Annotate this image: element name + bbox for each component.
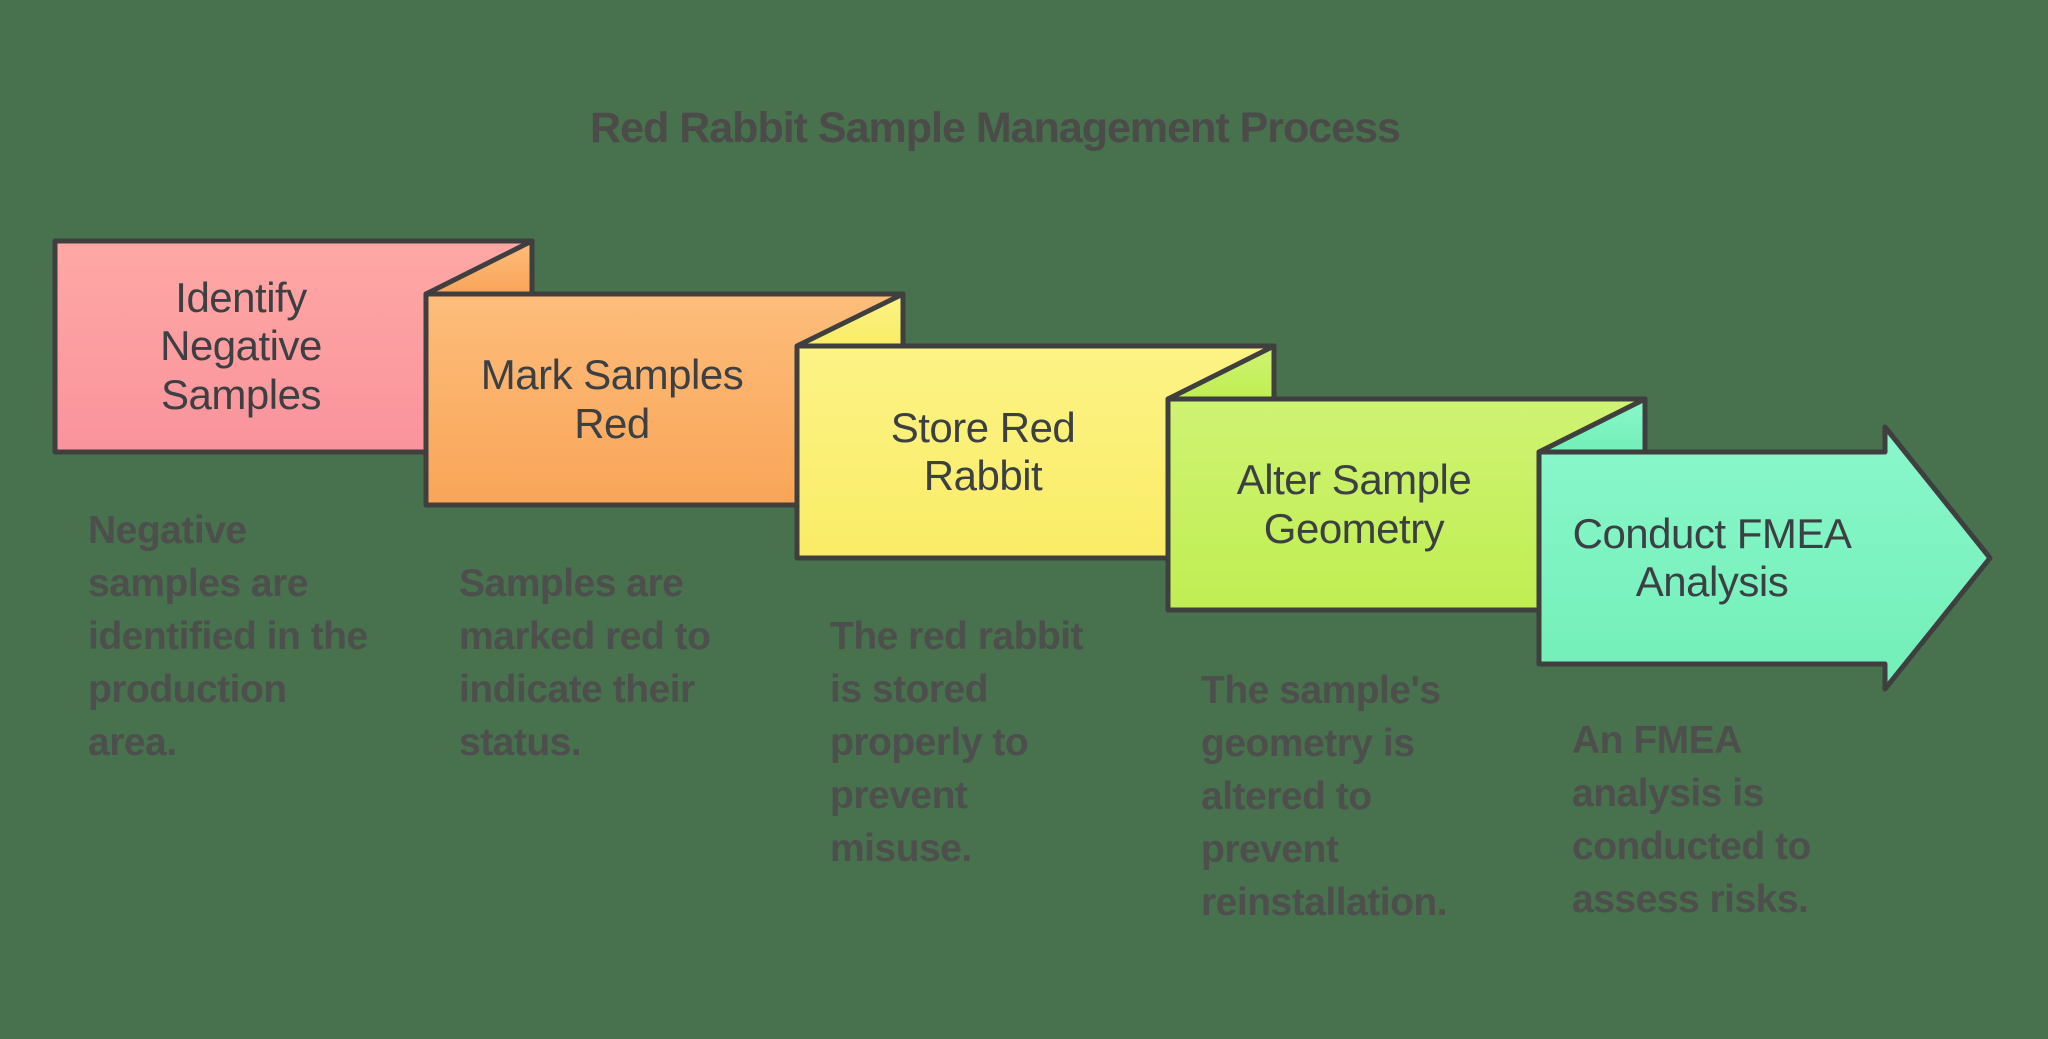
step-5-description: An FMEA analysis is conducted to assess … (1572, 719, 1811, 921)
diagram-title: Red Rabbit Sample Management Process (590, 104, 1401, 152)
step-1-description: Negative samples are identified in the p… (88, 509, 368, 764)
step-3-description: The red rabbit is stored properly to pre… (830, 615, 1084, 870)
step-3-label: Store Red Rabbit (890, 403, 1076, 499)
step-4-description: The sample's geometry is altered to prev… (1201, 669, 1448, 924)
step-1-label: Identify Negative Samples (160, 274, 322, 418)
step-5-arrow-shape (1536, 424, 1993, 692)
step-5-label: Conduct FMEA Analysis (1572, 509, 1852, 605)
step-4-label: Alter Sample Geometry (1236, 456, 1472, 552)
step-2-description: Samples are marked red to indicate their… (459, 562, 711, 764)
step-2-label: Mark Samples Red (480, 351, 744, 447)
